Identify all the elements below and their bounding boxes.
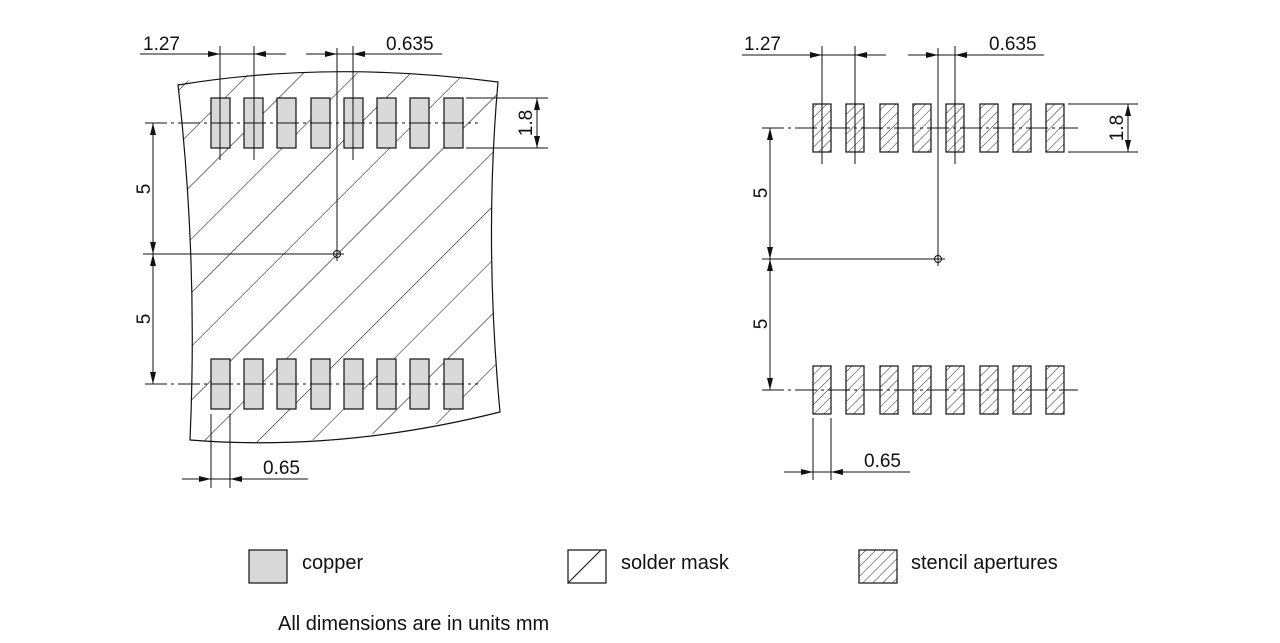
right-origin-marker xyxy=(931,252,945,266)
right-pitch-label: 1.27 xyxy=(744,34,781,55)
legend-solder-mask: solder mask xyxy=(567,549,730,584)
right-view: 1.27 0.635 1.8 5 5 0.65 xyxy=(742,34,1138,480)
right-pad-width-label: 0.635 xyxy=(989,34,1037,55)
left-pitch-label: 1.27 xyxy=(143,34,180,55)
legend-copper: copper xyxy=(248,549,363,584)
left-upper-offset-label: 5 xyxy=(134,184,155,195)
right-lower-offset-label: 5 xyxy=(751,319,772,330)
right-pad-height-label: 1.8 xyxy=(1107,115,1128,141)
legend-copper-label: copper xyxy=(302,552,363,574)
stencil-swatch xyxy=(858,549,898,584)
origin-marker xyxy=(330,247,344,261)
left-mask-gap-label: 0.65 xyxy=(263,458,300,479)
solder-mask-swatch xyxy=(567,549,607,584)
units-note: All dimensions are in units mm xyxy=(278,613,549,635)
right-stencil-gap-label: 0.65 xyxy=(864,451,901,472)
solder-mask-outline xyxy=(177,71,501,444)
left-view: 1.27 0.635 1.8 5 5 0.65 xyxy=(134,34,548,488)
left-pad-width-label: 0.635 xyxy=(386,34,434,55)
legend-stencil-label: stencil apertures xyxy=(911,552,1058,574)
right-upper-offset-label: 5 xyxy=(751,188,772,199)
copper-swatch xyxy=(248,549,288,584)
legend-stencil: stencil apertures xyxy=(858,549,1058,584)
left-lower-offset-label: 5 xyxy=(134,314,155,325)
legend-solder-mask-label: solder mask xyxy=(621,552,730,574)
legend: copper solder mask stencil apertures xyxy=(248,549,1058,584)
left-pad-height-label: 1.8 xyxy=(516,110,537,136)
